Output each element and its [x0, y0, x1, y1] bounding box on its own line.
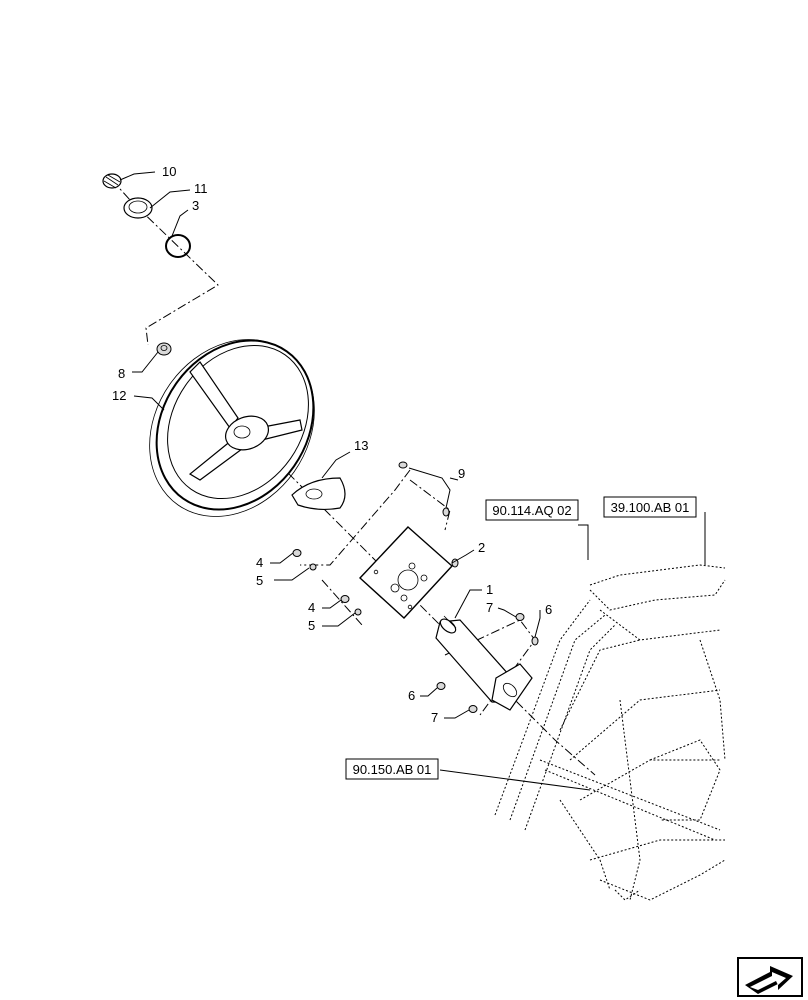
reference-label: 90.150.AB 01 [353, 762, 432, 777]
next-page-arrow-icon[interactable] [737, 957, 803, 997]
callout-7b: 7 [431, 710, 438, 725]
reference-label: 39.100.AB 01 [611, 500, 690, 515]
part-12-steering-wheel [149, 339, 315, 517]
callout-6b: 6 [408, 688, 415, 703]
callout-2: 2 [478, 540, 485, 555]
callout-9: 9 [458, 466, 465, 481]
callout-3: 3 [192, 198, 199, 213]
part-3-ring [165, 234, 191, 258]
part-10-cap [102, 173, 122, 189]
part-13-shroud [291, 477, 346, 511]
callout-8: 8 [118, 366, 125, 381]
callout-11: 11 [194, 181, 208, 196]
reference-box-39-100[interactable]: 39.100.AB 01 [603, 496, 697, 518]
part-2-mounting-plate [359, 526, 453, 619]
callout-5b: 5 [308, 618, 315, 633]
part-8-nut [156, 342, 172, 356]
part-11-cover [123, 197, 153, 219]
reference-box-90-150[interactable]: 90.150.AB 01 [345, 758, 439, 780]
callout-4b: 4 [308, 600, 315, 615]
callout-12: 12 [112, 388, 126, 403]
part-1-steering-column [435, 615, 533, 711]
callout-1: 1 [486, 582, 493, 597]
callout-10: 10 [162, 164, 176, 179]
leader-lines [119, 171, 706, 791]
callout-7a: 7 [486, 600, 493, 615]
callout-5a: 5 [256, 573, 263, 588]
hardware-bolts [292, 461, 539, 713]
reference-box-90-114[interactable]: 90.114.AQ 02 [485, 499, 579, 521]
callout-13: 13 [354, 438, 368, 453]
callout-6a: 6 [545, 602, 552, 617]
callouts: 10 11 3 8 12 13 9 2 4 5 4 5 1 7 6 6 7 [112, 164, 552, 725]
reference-label: 90.114.AQ 02 [492, 503, 571, 518]
callout-4a: 4 [256, 555, 263, 570]
machine-frame [494, 564, 726, 901]
